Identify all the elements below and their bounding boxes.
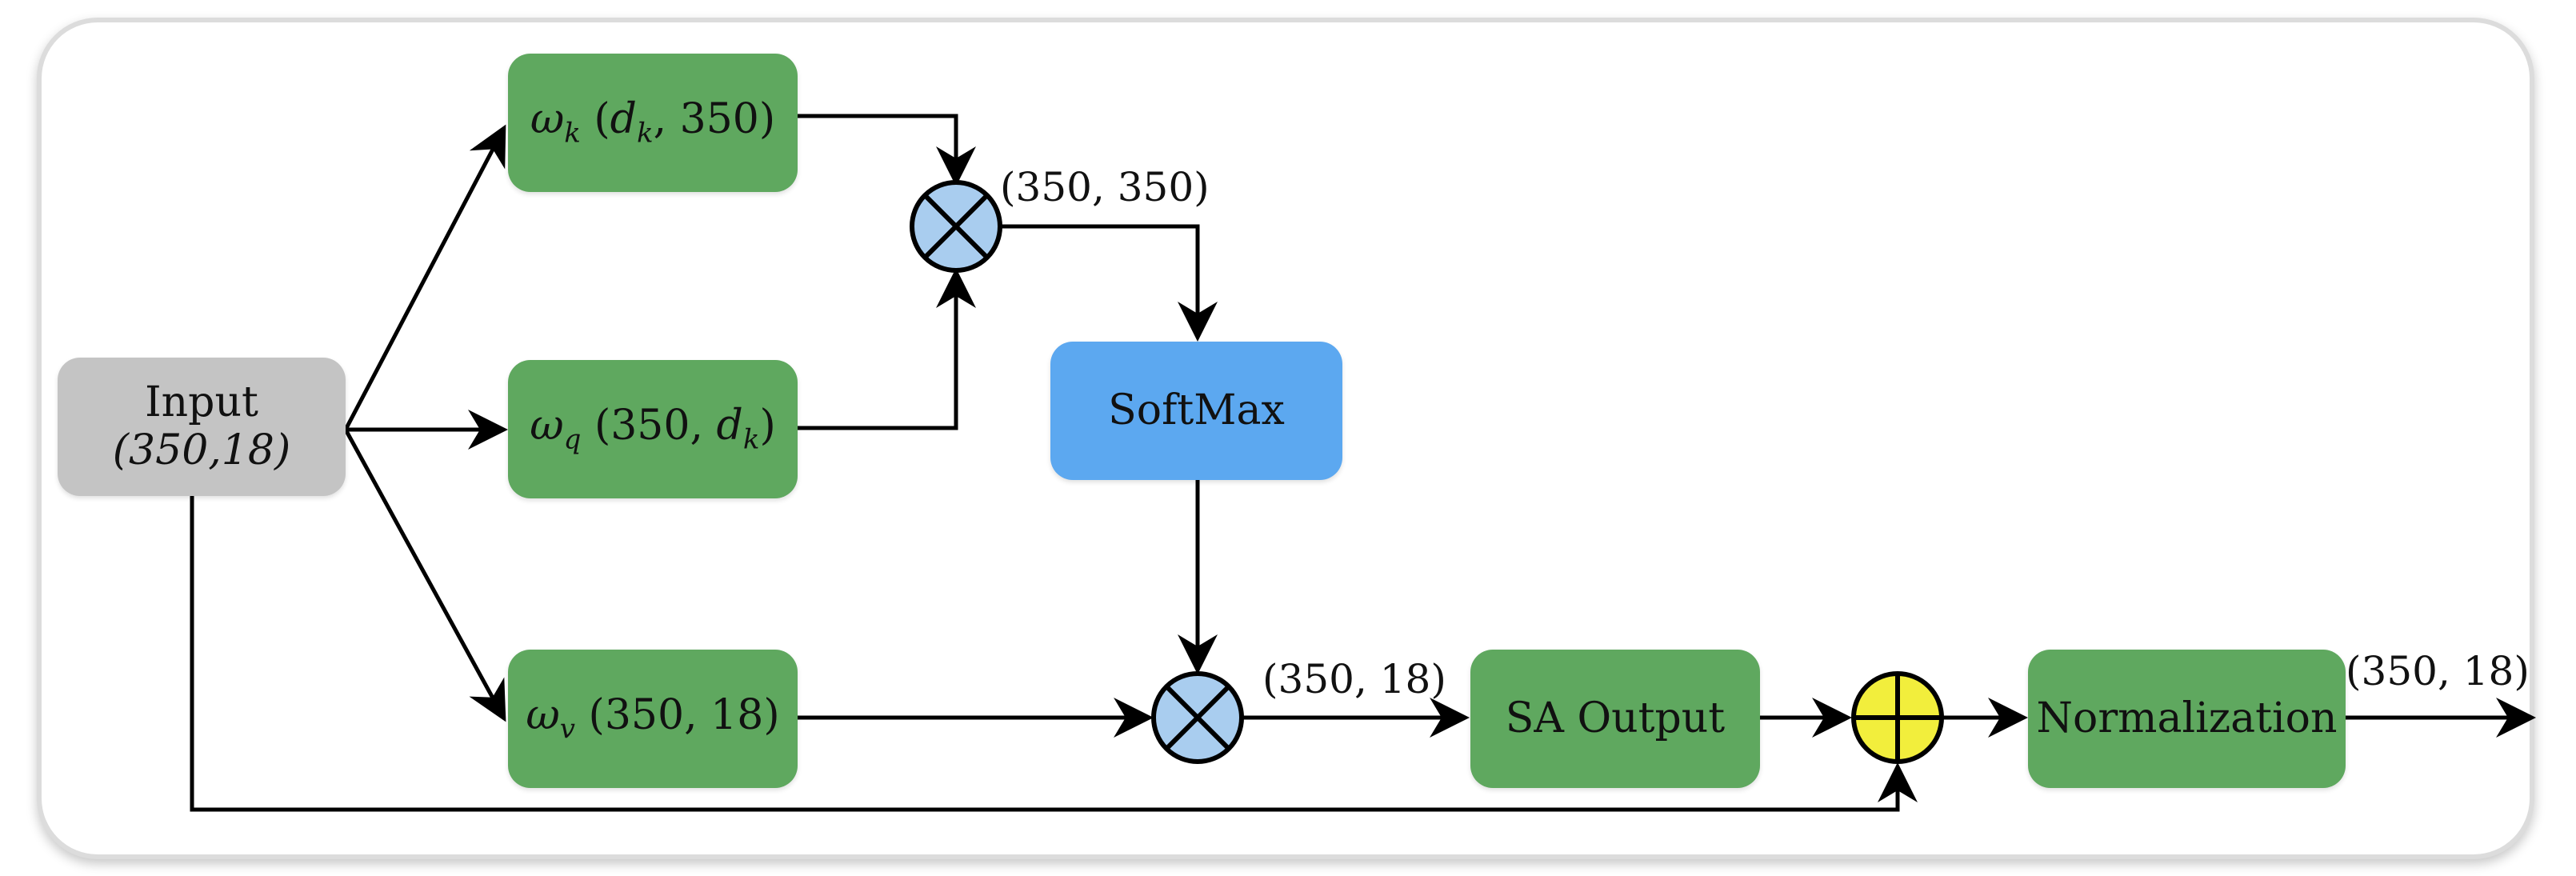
shape-annotation-output: (350, 18) [2346, 648, 2530, 694]
weight-key-node: ωk (dk, 350) [508, 54, 798, 192]
weight-key-label: ωk (dk, 350) [530, 95, 776, 150]
arrow-residual [190, 496, 1918, 812]
input-label: Input [145, 378, 258, 426]
arrow-mul1-to-softmax [1002, 224, 1218, 342]
multiply-node-2 [1151, 671, 1244, 764]
sa-output-label: SA Output [1505, 694, 1726, 742]
arrow-input-to-wk [343, 124, 506, 431]
arrow-wq-to-mul1 [798, 268, 976, 430]
input-shape: (350,18) [112, 426, 291, 474]
normalization-label: Normalization [2036, 694, 2338, 742]
shape-annotation-attention: (350, 350) [1000, 164, 1210, 210]
softmax-node: SoftMax [1050, 342, 1342, 480]
shape-annotation-sa: (350, 18) [1262, 656, 1446, 702]
add-node [1851, 671, 1944, 764]
arrow-input-to-wv [343, 428, 506, 722]
weight-query-node: ωq (350, dk) [508, 360, 798, 498]
weight-value-label: ωv (350, 18) [526, 691, 780, 746]
input-node: Input (350,18) [58, 358, 346, 496]
normalization-node: Normalization [2028, 650, 2346, 788]
multiply-node-1 [910, 180, 1002, 273]
softmax-label: SoftMax [1108, 386, 1285, 434]
weight-query-label: ωq (350, dk) [530, 402, 776, 456]
sa-output-node: SA Output [1470, 650, 1760, 788]
weight-value-node: ωv (350, 18) [508, 650, 798, 788]
arrow-wk-to-mul1 [798, 114, 976, 186]
